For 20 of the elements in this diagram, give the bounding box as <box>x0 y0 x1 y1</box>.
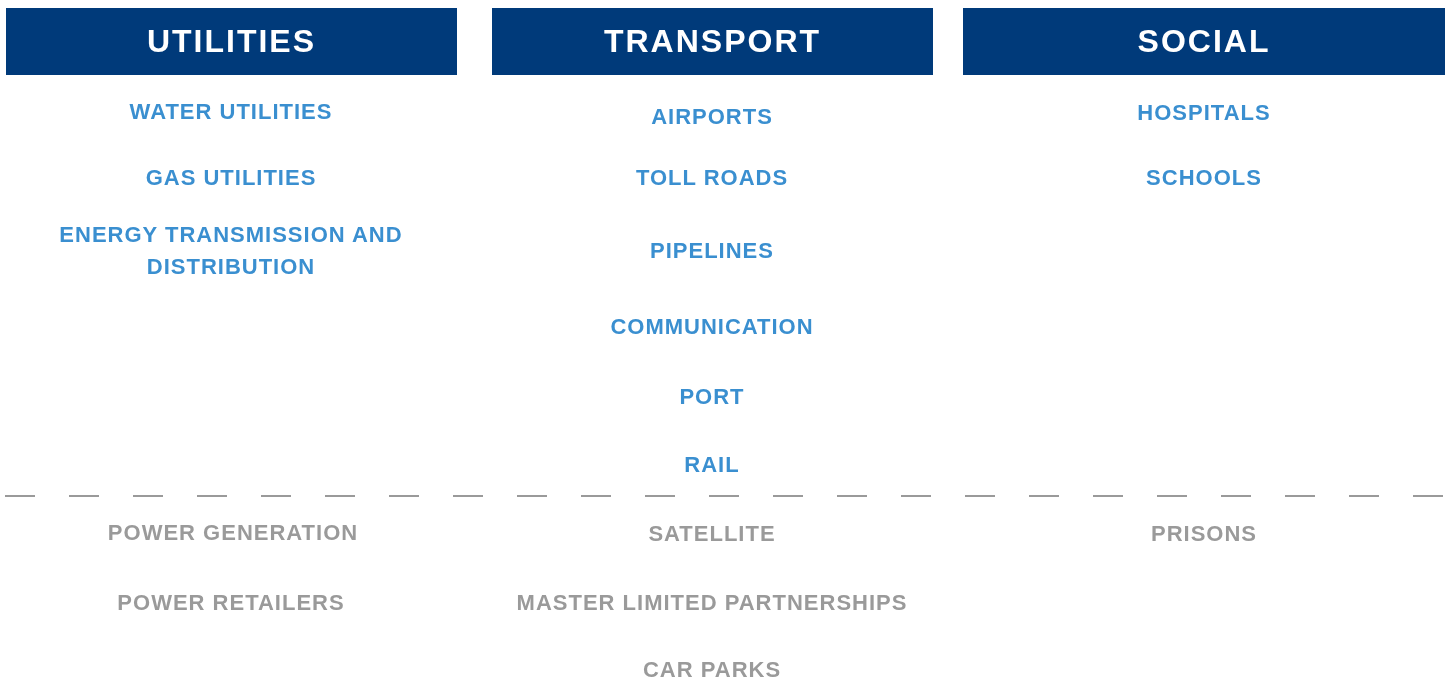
sector-label: TOLL ROADS <box>635 164 789 192</box>
secondary-sector-label: MASTER LIMITED PARTNERSHIPS <box>516 589 908 617</box>
secondary-sector-label: CAR PARKS <box>642 656 782 682</box>
sector-label: SCHOOLS <box>1146 164 1262 192</box>
secondary-sector-label: PRISONS <box>1151 520 1257 548</box>
sector-label: AIRPORTS <box>651 103 773 131</box>
sector-label: PORT <box>679 383 745 411</box>
secondary-sector-label: POWER RETAILERS <box>117 589 345 617</box>
secondary-sector-label: POWER GENERATION <box>107 519 359 547</box>
sector-label: GAS UTILITIES <box>145 164 317 192</box>
category-header: TRANSPORT <box>492 8 933 75</box>
category-header: SOCIAL <box>963 8 1445 75</box>
secondary-sector-label: SATELLITE <box>648 520 776 548</box>
category-header: UTILITIES <box>6 8 457 75</box>
sector-label: WATER UTILITIES <box>129 98 333 126</box>
sector-label: RAIL <box>684 451 740 479</box>
sector-label: PIPELINES <box>650 237 774 265</box>
sector-label: HOSPITALS <box>1137 99 1271 127</box>
sector-label: COMMUNICATION <box>610 313 814 341</box>
sector-label: ENERGY TRANSMISSION AND DISTRIBUTION <box>58 221 404 281</box>
